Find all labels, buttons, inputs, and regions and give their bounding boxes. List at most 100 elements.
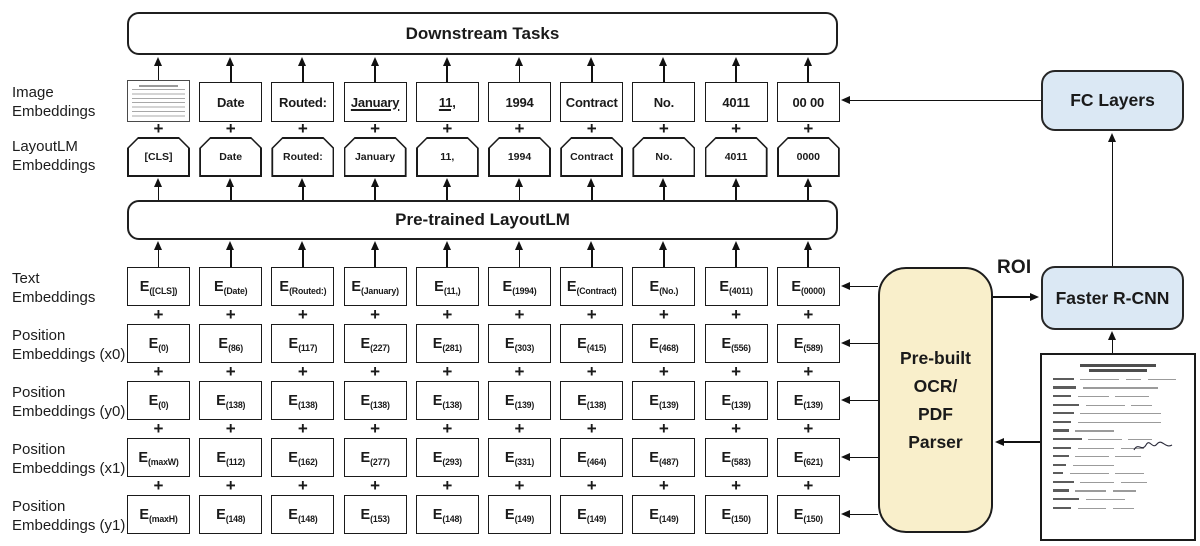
document-field-line xyxy=(1077,447,1115,449)
image-embedding-box: 11, xyxy=(415,82,479,122)
embedding-symbol: E xyxy=(793,449,804,466)
thumbnail-text-lines xyxy=(132,89,185,118)
arrow-to-layoutlm-embedding xyxy=(226,178,235,187)
document-field-line xyxy=(1069,473,1109,475)
row-label-position-x0: Position Embeddings (x0) xyxy=(12,327,126,363)
position-y0-embedding-box: E(138) xyxy=(343,381,407,420)
arrow-to-layoutlm-embedding-line xyxy=(229,185,232,200)
plus-sign: + xyxy=(586,305,597,324)
arrow-to-pretrained-line xyxy=(735,248,737,267)
plus-sign: + xyxy=(803,419,814,438)
arrow-to-pretrained xyxy=(298,241,307,250)
embedding-symbol: E xyxy=(649,392,659,409)
layoutlm-embedding-box: [CLS] xyxy=(127,137,190,177)
arrow-to-pretrained-line xyxy=(446,248,449,267)
layoutlm-embedding-label-wrap: 11, xyxy=(418,139,477,175)
document-field-line xyxy=(1075,456,1109,458)
arrow-parser-to-embedding-line xyxy=(848,285,878,288)
layoutlm-embedding-box: No. xyxy=(632,137,695,177)
document-field-line xyxy=(1085,404,1125,406)
embedding-subscript: (303) xyxy=(514,342,535,353)
document-form-row xyxy=(1053,489,1183,492)
pretrained-layoutlm-box: Pre-trained LayoutLM xyxy=(127,200,838,240)
image-embedding-label: 00 00 xyxy=(792,94,825,110)
embedding-subscript: (112) xyxy=(225,456,246,467)
embedding-symbol: E xyxy=(216,506,226,523)
plus-sign: + xyxy=(370,119,381,138)
arrow-to-layoutlm-embedding-line xyxy=(590,185,593,200)
document-field-line xyxy=(1115,473,1144,475)
layoutlm-embedding-box: Date xyxy=(199,137,262,177)
image-embedding-label: 4011 xyxy=(722,94,750,110)
plus-sign: + xyxy=(803,362,814,381)
plus-sign: + xyxy=(731,362,742,381)
plus-sign: + xyxy=(225,419,236,438)
position-y1-embedding-box: E(150) xyxy=(776,495,840,534)
embedding-symbol: E xyxy=(288,392,298,409)
embedding-subscript: (148) xyxy=(225,513,246,524)
document-title-line xyxy=(1089,369,1147,372)
embedding-subscript: (468) xyxy=(658,342,679,353)
document-field-line xyxy=(1082,387,1159,389)
plus-sign: + xyxy=(514,362,525,381)
document-field-line xyxy=(1125,378,1142,381)
document-field-line xyxy=(1131,404,1152,406)
arrow-to-pretrained xyxy=(731,241,740,250)
image-embedding-box: 1994 xyxy=(488,82,551,122)
plus-sign: + xyxy=(153,305,164,324)
document-field-line xyxy=(1112,507,1134,509)
downstream-tasks-box: Downstream Tasks xyxy=(127,12,838,55)
embedding-subscript: (331) xyxy=(514,456,535,467)
document-field-line xyxy=(1115,396,1150,398)
text-embedding-box: E(4011) xyxy=(704,267,768,306)
plus-sign: + xyxy=(370,419,381,438)
position-x1-embedding-box: E(331) xyxy=(488,438,551,477)
embedding-symbol: E xyxy=(504,449,515,466)
arrow-parser-to-embedding xyxy=(841,339,850,347)
document-field-label xyxy=(1053,506,1072,509)
arrow-to-layoutlm-embedding xyxy=(587,178,596,187)
position-y0-embedding-box: E(139) xyxy=(632,381,696,420)
document-form-row xyxy=(1053,480,1183,484)
plus-sign: + xyxy=(731,305,742,324)
document-field-label xyxy=(1053,386,1077,389)
document-field-line xyxy=(1077,507,1107,509)
row-label-position-x1: Position Embeddings (x1) xyxy=(12,441,126,477)
arrow-fc-to-image-embedding-line xyxy=(848,99,1041,102)
arrow-fc-to-image-embedding xyxy=(841,96,850,104)
image-embedding-label: January xyxy=(350,94,400,110)
arrow-to-downstream xyxy=(731,57,740,66)
position-x1-embedding-box: E(464) xyxy=(560,438,624,477)
position-x0-embedding-box: E(281) xyxy=(415,324,479,363)
image-embedding-box: Routed: xyxy=(271,82,335,122)
image-embedding-label: Date xyxy=(216,94,245,110)
arrow-to-layoutlm-embedding-line xyxy=(663,185,665,200)
roi-label: ROI xyxy=(997,257,1032,278)
document-form-row xyxy=(1053,446,1183,449)
position-y0-embedding-box: E(138) xyxy=(271,381,335,420)
arrow-to-downstream-line xyxy=(446,64,449,82)
document-form-row xyxy=(1053,403,1183,406)
embedding-subscript: (117) xyxy=(298,342,318,353)
image-embedding-label: 11, xyxy=(438,94,456,110)
embedding-symbol: E xyxy=(793,335,804,352)
arrow-document-to-parser-line xyxy=(1002,441,1040,443)
position-x1-embedding-box: E(293) xyxy=(415,438,479,477)
plus-sign: + xyxy=(658,362,669,381)
position-y1-embedding-box: E(149) xyxy=(632,495,696,534)
plus-sign: + xyxy=(731,419,742,438)
document-field-label xyxy=(1053,377,1074,381)
plus-sign: + xyxy=(297,362,308,381)
plus-sign: + xyxy=(370,362,381,381)
position-y1-embedding-box: E(153) xyxy=(343,495,407,534)
embedding-subscript: (277) xyxy=(370,456,390,467)
embedding-subscript: (1994) xyxy=(512,285,537,296)
position-y1-embedding-box: E(148) xyxy=(415,495,479,534)
position-x1-embedding-box: E(162) xyxy=(271,438,335,477)
arrow-to-pretrained xyxy=(515,241,523,250)
document-form-row xyxy=(1053,506,1183,509)
position-y1-embedding-box: E(150) xyxy=(704,495,768,534)
arrow-rcnn-to-fc-line xyxy=(1111,140,1114,266)
embedding-symbol: E xyxy=(649,506,659,523)
image-embedding-label: 1994 xyxy=(505,94,534,110)
